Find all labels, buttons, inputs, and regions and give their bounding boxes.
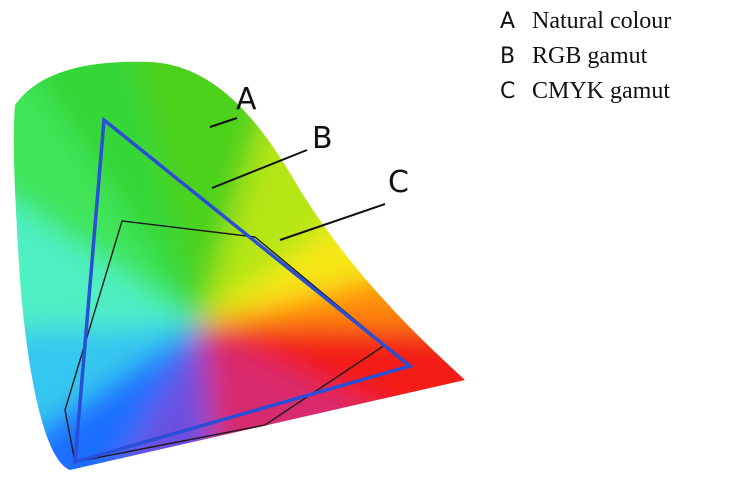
callout-label-c: C: [388, 165, 409, 200]
callout-line-a: [209, 117, 238, 128]
legend-key: A: [500, 9, 516, 34]
legend-item-cmyk-gamut: C CMYK gamut: [500, 78, 740, 113]
callout-label-a: A: [236, 82, 257, 117]
callout-label-b: B: [312, 121, 333, 156]
legend-key: C: [500, 79, 516, 104]
rgb-gamut-outline: [73, 116, 414, 465]
legend: A Natural colour B RGB gamut C CMYK gamu…: [500, 8, 740, 113]
legend-label: RGB gamut: [532, 43, 648, 69]
legend-item-natural-colour: A Natural colour: [500, 8, 740, 43]
legend-label: Natural colour: [532, 8, 672, 34]
cmyk-gamut-outline: [64, 220, 387, 463]
callout-line-c: [279, 203, 386, 241]
legend-key: B: [500, 44, 516, 69]
legend-label: CMYK gamut: [532, 78, 670, 104]
legend-item-rgb-gamut: B RGB gamut: [500, 43, 740, 78]
callout-line-b: [211, 149, 308, 189]
natural-colour-region: [13, 61, 465, 471]
